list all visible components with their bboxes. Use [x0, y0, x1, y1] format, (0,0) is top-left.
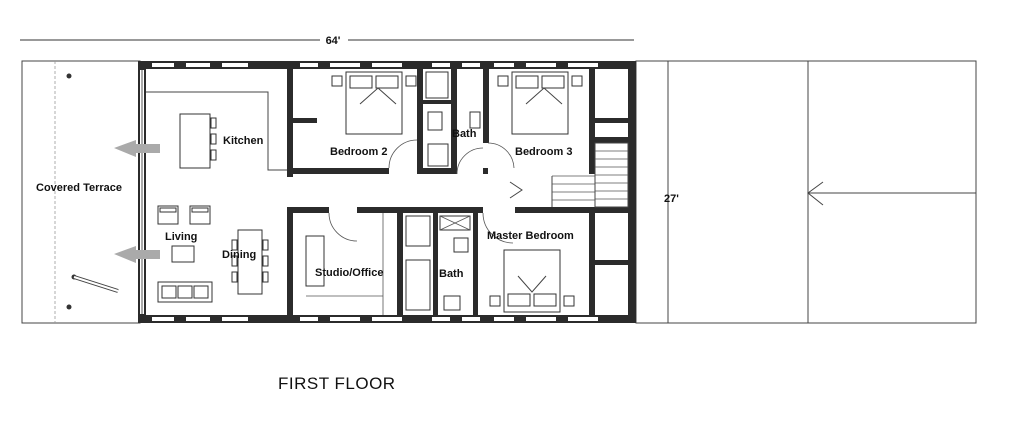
master-bedroom: Master Bedroom [487, 230, 575, 313]
room-label-covered-terrace: Covered Terrace [36, 182, 122, 194]
post-marker [66, 73, 72, 79]
room-label-bedroom-2: Bedroom 2 [330, 146, 387, 158]
bath-lower: Bath [405, 212, 514, 311]
arrow-icon [114, 140, 160, 263]
interior-walls [287, 69, 628, 315]
shower [405, 215, 431, 247]
toilet [453, 237, 469, 253]
bedroom-3: Bedroom 3 [487, 71, 583, 169]
room-label-living: Living [165, 231, 197, 243]
coffee-table [171, 245, 195, 263]
exterior-walls [138, 61, 636, 323]
kitchen-island [179, 113, 211, 169]
desk [305, 235, 325, 287]
dining-table [237, 229, 263, 295]
room-label-bath-upper: Bath [452, 128, 477, 140]
width-dimension-label: 64' [326, 35, 341, 47]
post-marker [66, 304, 72, 310]
sink [427, 111, 443, 131]
floor-title: FIRST FLOOR [278, 374, 396, 393]
depth-dimension-label: 27' [664, 193, 679, 205]
bedroom-2: Bedroom 2 [330, 71, 418, 169]
bath-upper: Bath [425, 71, 484, 175]
toilet [469, 111, 481, 129]
staircase [509, 142, 629, 208]
room-label-master-bedroom: Master Bedroom [487, 230, 574, 242]
room-label-bath-lower: Bath [439, 268, 464, 280]
width-dimension: 64' [20, 35, 634, 47]
shower [427, 143, 449, 167]
living-furniture: Living Dining [157, 205, 269, 303]
garden-area: 27' [635, 60, 977, 324]
room-label-studio-office: Studio/Office [315, 267, 383, 279]
bathtub [405, 259, 431, 311]
room-label-bedroom-3: Bedroom 3 [515, 146, 572, 158]
bathtub [425, 71, 449, 99]
room-label-kitchen: Kitchen [223, 135, 264, 147]
studio-office: Studio/Office [305, 212, 383, 315]
kitchen-counter: Kitchen [146, 91, 287, 171]
room-label-dining: Dining [222, 249, 256, 261]
sink [443, 295, 461, 311]
terrace-area: Covered Terrace [21, 60, 141, 324]
